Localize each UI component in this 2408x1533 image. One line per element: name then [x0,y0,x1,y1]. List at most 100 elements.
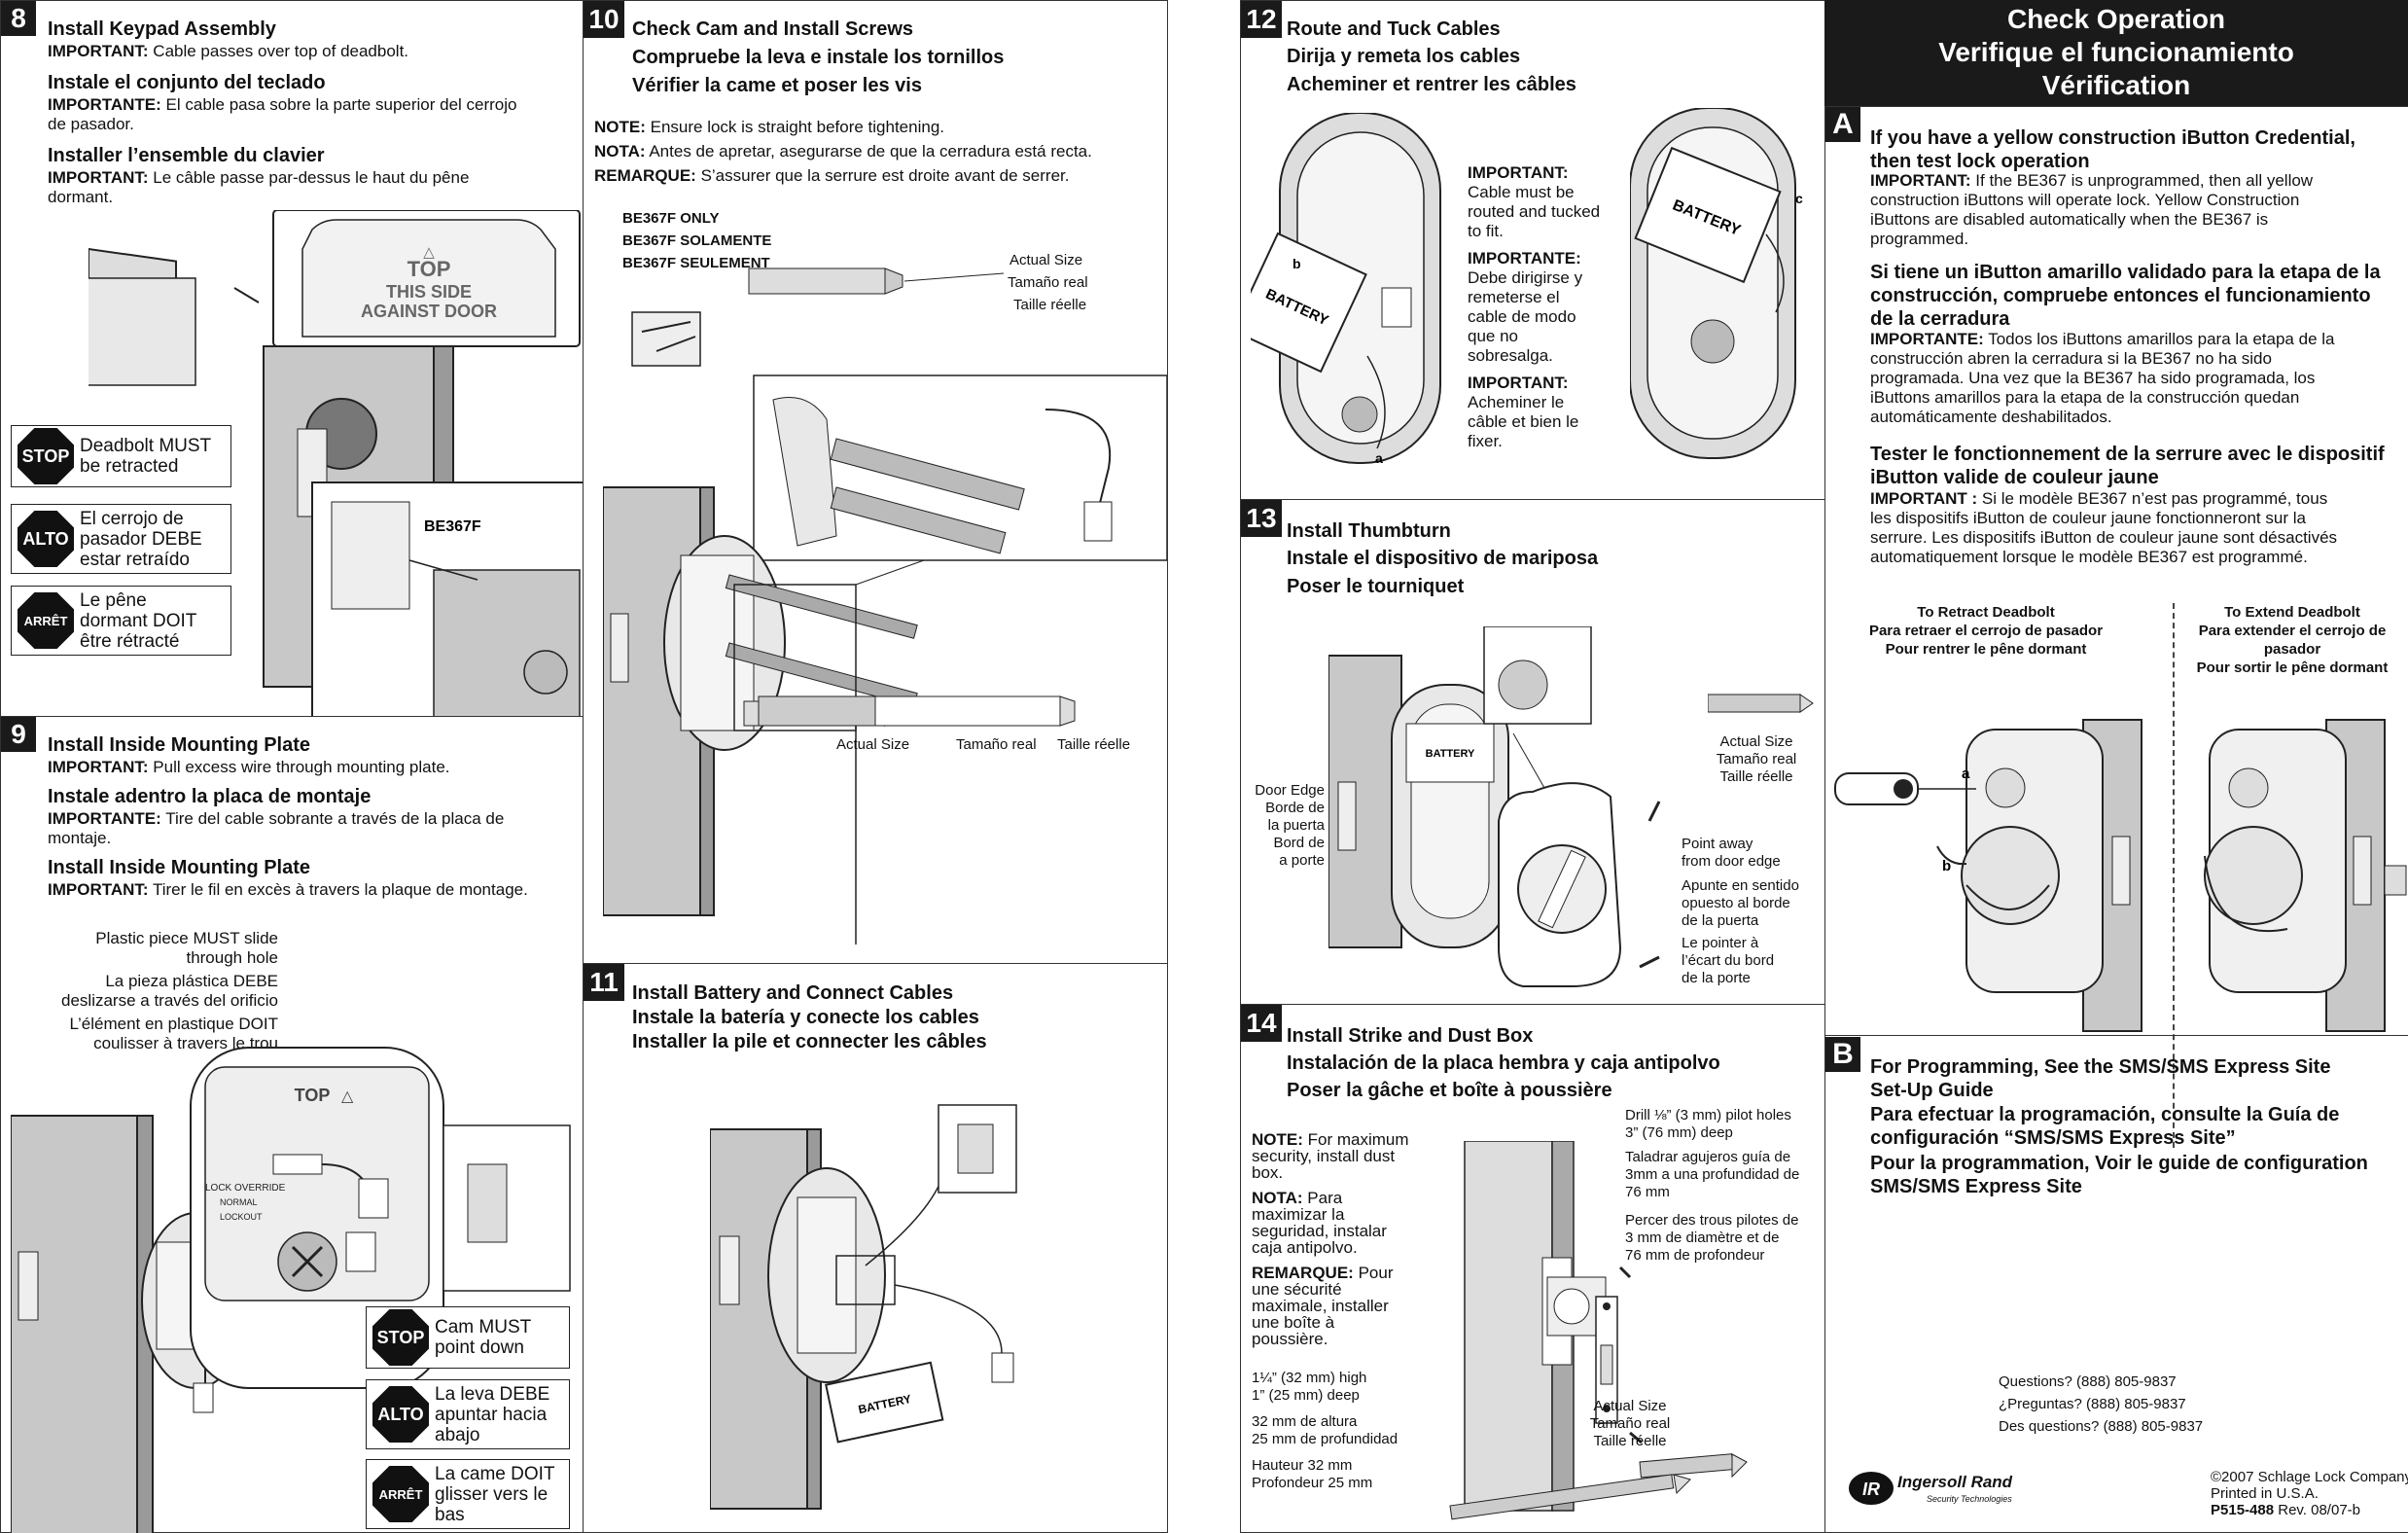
battery-label-13: BATTERY [1426,748,1475,760]
step-8-title-fr: Installer l’ensemble du clavier [48,145,325,166]
questions-fr: Des questions? (888) 805-9837 [1999,1418,2204,1435]
step-9-important-es: IMPORTANTE: Tire del cable sobrante a tr… [48,809,505,847]
step-11-title-fr: Installer la pile et connecter les câble… [632,1031,987,1052]
step-10-title-en: Check Cam and Install Screws [632,18,914,40]
a-head-en: If you have a yellow construction iButto… [1870,127,2355,172]
plate-line-2: AGAINST DOOR [361,302,497,321]
label-a: a [1375,450,1383,466]
step-10-panel: 10 Check Cam and Install Screws Comprueb… [583,0,1168,964]
step-9-important-fr: IMPORTANT: Tirer le fil en excès à trave… [48,880,528,899]
step-8-panel: 8 Install Keypad Assembly IMPORTANT: Cab… [0,0,584,726]
stop-sign-icon: STOP [18,428,74,484]
b-es: Para efectuar la programación, consulte … [1870,1104,2340,1149]
step-9-number: 9 [1,717,36,752]
step-8-important-fr: IMPORTANT: Le câble passe par-dessus le … [48,168,470,206]
a-head-fr: Tester le fonctionnement de la serrure a… [1870,444,2385,488]
b-en: For Programming, See the SMS/SMS Express… [1870,1056,2331,1101]
retract-label-a: a [1962,766,1970,782]
step-9-title-en: Install Inside Mounting Plate [48,734,311,756]
model-label: BE367F [424,518,481,535]
divider-dashed [2173,603,2175,1148]
step-10-note-fr: REMARQUE: S’assurer que la serrure est d… [594,166,1070,185]
step-14-title-fr: Poser la gâche et boîte à poussière [1287,1080,1612,1101]
step-9-title-fr: Install Inside Mounting Plate [48,857,311,878]
section-b-divider [1825,1035,2408,1036]
step-9-alto-warning: ALTO La leva DEBE apuntar hacia abajo [366,1379,570,1449]
a-important-en: IMPORTANT: If the BE367 is unprogrammed,… [1870,171,2314,248]
a-head-es: Si tiene un iButton amarillo validado pa… [1870,262,2381,330]
top-screw-size-es: Tamaño real [1008,274,1088,291]
step-13-panel: 13 Install Thumbturn Instale el disposit… [1240,499,1825,1005]
cable-routing-left-illustration: BATTERY b a [1251,113,1465,473]
step-8-stop-warning: STOP Deadbolt MUST be retracted [11,425,231,487]
step-8-title-es: Instale el conjunto del teclado [48,72,326,93]
step-10-title-fr: Vérifier la came et poser les vis [632,75,922,96]
step-12-title-en: Route and Tuck Cables [1287,18,1501,40]
strike-dustbox-illustration [1435,1141,1824,1530]
battery-illustration: BATTERY [710,1090,1128,1518]
step-8-arret-warning: ARRÊT Le pêne dormant DOIT être rétracté [11,586,231,656]
normal-label: NORMAL [220,1197,258,1207]
top-screw-size-en: Actual Size [1009,252,1083,268]
step-9-panel: 9 Install Inside Mounting Plate IMPORTAN… [0,716,584,1533]
step-9-important-en: IMPORTANT: Pull excess wire through moun… [48,758,450,776]
step-10-number: 10 [584,1,624,38]
retract-illustration: a b [1830,700,2171,1148]
brand-subtitle: Security Technologies [1927,1494,2012,1504]
label-c: c [1795,191,1803,206]
step-14-number: 14 [1241,1005,1282,1042]
svg-text:△: △ [423,244,435,261]
section-b-badge: B [1825,1037,1860,1072]
a-important-es: IMPORTANTE: Todos los iButtons amarillos… [1870,330,2335,426]
step-11-panel: 11 Install Battery and Connect Cables In… [583,963,1168,1533]
b-fr: Pour la programmation, Voir le guide de … [1870,1153,2368,1197]
keypad-assembly-illustration: △ TOP THIS SIDE AGAINST DOOR BE367F [89,210,584,726]
step-9-stop-warning: STOP Cam MUST point down [366,1306,570,1369]
step-12-panel: 12 Route and Tuck Cables Dirija y remeta… [1240,0,1825,500]
long-screw-size-en: Actual Size [836,736,910,753]
retract-label-b: b [1942,858,1951,874]
step-8-number: 8 [1,1,36,36]
extend-illustration [2180,700,2408,1148]
arret-sign-icon: ARRÊT [18,592,74,649]
mounting-plate-illustration: TOP △ LOCK OVERRIDE NORMAL LOCKOUT [11,980,584,1533]
thumbturn-screw-icon [1708,690,1815,719]
stop-sign-icon: STOP [372,1309,429,1366]
step-14-panel: 14 Install Strike and Dust Box Instalaci… [1240,1004,1825,1533]
a-important-fr: IMPORTANT : Si le modèle BE367 n’est pas… [1870,489,2338,566]
be367f-only-en: BE367F ONLY [622,210,720,227]
long-screw-size-es: Tamaño real [956,736,1037,753]
alto-sign-icon: ALTO [372,1386,429,1443]
step-8-important-es: IMPORTANTE: El cable pasa sobre la parte… [48,95,517,133]
step-8-title-en: Install Keypad Assembly [48,18,276,40]
step-11-title-en: Install Battery and Connect Cables [632,982,954,1004]
step-14-title-es: Instalación de la placa hembra y caja an… [1287,1052,1720,1074]
step-8-important-en: IMPORTANT: Cable passes over top of dead… [48,42,409,60]
step-13-title-fr: Poser le tourniquet [1287,576,1465,597]
step-9-title-es: Instale adentro la placa de montaje [48,786,372,807]
step-10-note-es: NOTA: Antes de apretar, asegurarse de qu… [594,142,1092,160]
step-8-alto-warning: ALTO El cerrojo de pasador DEBE estar re… [11,504,231,574]
step-11-number: 11 [584,964,624,1001]
top-screw-size-fr: Taille réelle [1013,297,1087,313]
plate-line-1: THIS SIDE [386,282,472,302]
